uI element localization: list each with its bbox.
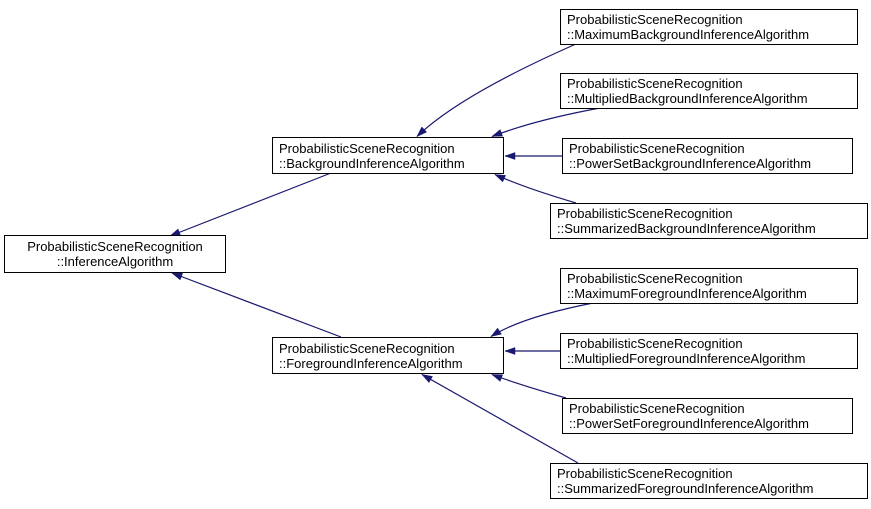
inheritance-arrow-mult-bg-to-bg	[491, 107, 601, 138]
class-name: ::MultipliedBackgroundInferenceAlgorithm	[567, 91, 808, 106]
inheritance-arrow-sum-bg-to-bg	[494, 173, 577, 204]
class-namespace: ProbabilisticSceneRecognition	[557, 206, 733, 221]
class-namespace: ProbabilisticSceneRecognition	[567, 271, 743, 286]
class-name: ::BackgroundInferenceAlgorithm	[279, 155, 465, 171]
powerset-background-inference-algorithm-node[interactable]: ProbabilisticSceneRecognition ::PowerSet…	[562, 138, 853, 174]
multiplied-foreground-inference-algorithm-node[interactable]: ProbabilisticSceneRecognition ::Multipli…	[560, 333, 858, 369]
class-namespace: ProbabilisticSceneRecognition	[557, 466, 733, 481]
class-namespace: ProbabilisticSceneRecognition	[569, 401, 745, 416]
class-name: ::MaximumForegroundInferenceAlgorithm	[567, 286, 807, 301]
powerset-foreground-inference-algorithm-node[interactable]: ProbabilisticSceneRecognition ::PowerSet…	[562, 398, 853, 434]
summarized-background-inference-algorithm-node[interactable]: ProbabilisticSceneRecognition ::Summariz…	[550, 203, 868, 239]
multiplied-background-inference-algorithm-node[interactable]: ProbabilisticSceneRecognition ::Multipli…	[560, 73, 858, 109]
class-name: ::MaximumBackgroundInferenceAlgorithm	[567, 27, 810, 42]
background-inference-algorithm-node[interactable]: ProbabilisticSceneRecognition ::Backgrou…	[272, 137, 504, 174]
class-namespace: ProbabilisticSceneRecognition	[27, 239, 203, 254]
foreground-inference-algorithm-node[interactable]: ProbabilisticSceneRecognition ::Foregrou…	[272, 337, 504, 374]
class-namespace: ProbabilisticSceneRecognition	[569, 141, 745, 156]
class-namespace: ProbabilisticSceneRecognition	[567, 76, 743, 91]
inheritance-arrow-max-bg-to-bg	[416, 43, 577, 138]
class-name: ::InferenceAlgorithm	[56, 254, 174, 269]
inheritance-arrow-sum-fg-to-fg	[421, 373, 579, 464]
class-name: ::PowerSetBackgroundInferenceAlgorithm	[569, 156, 812, 171]
class-name: ::ForegroundInferenceAlgorithm	[279, 355, 463, 371]
maximum-background-inference-algorithm-node[interactable]: ProbabilisticSceneRecognition ::MaximumB…	[560, 9, 858, 45]
inheritance-arrow-bg-to-inference	[169, 172, 332, 237]
summarized-foreground-inference-algorithm-node[interactable]: ProbabilisticSceneRecognition ::Summariz…	[550, 463, 868, 499]
inheritance-arrow-max-fg-to-fg	[490, 302, 594, 338]
class-name: ::SummarizedBackgroundInferenceAlgorithm	[557, 221, 816, 236]
class-name: ::SummarizedForegroundInferenceAlgorithm	[557, 481, 814, 496]
class-name: ::PowerSetForegroundInferenceAlgorithm	[569, 416, 809, 431]
maximum-foreground-inference-algorithm-node[interactable]: ProbabilisticSceneRecognition ::MaximumF…	[560, 268, 858, 304]
class-name: ::MultipliedForegroundInferenceAlgorithm	[567, 351, 806, 366]
inheritance-arrow-pow-fg-to-fg	[491, 373, 567, 399]
class-namespace: ProbabilisticSceneRecognition	[279, 340, 455, 356]
inheritance-arrow-fg-to-inference	[171, 272, 342, 338]
class-namespace: ProbabilisticSceneRecognition	[567, 336, 743, 351]
class-namespace: ProbabilisticSceneRecognition	[567, 12, 743, 27]
class-namespace: ProbabilisticSceneRecognition	[279, 140, 455, 156]
inference-algorithm-node: ProbabilisticSceneRecognition ::Inferenc…	[4, 235, 226, 273]
